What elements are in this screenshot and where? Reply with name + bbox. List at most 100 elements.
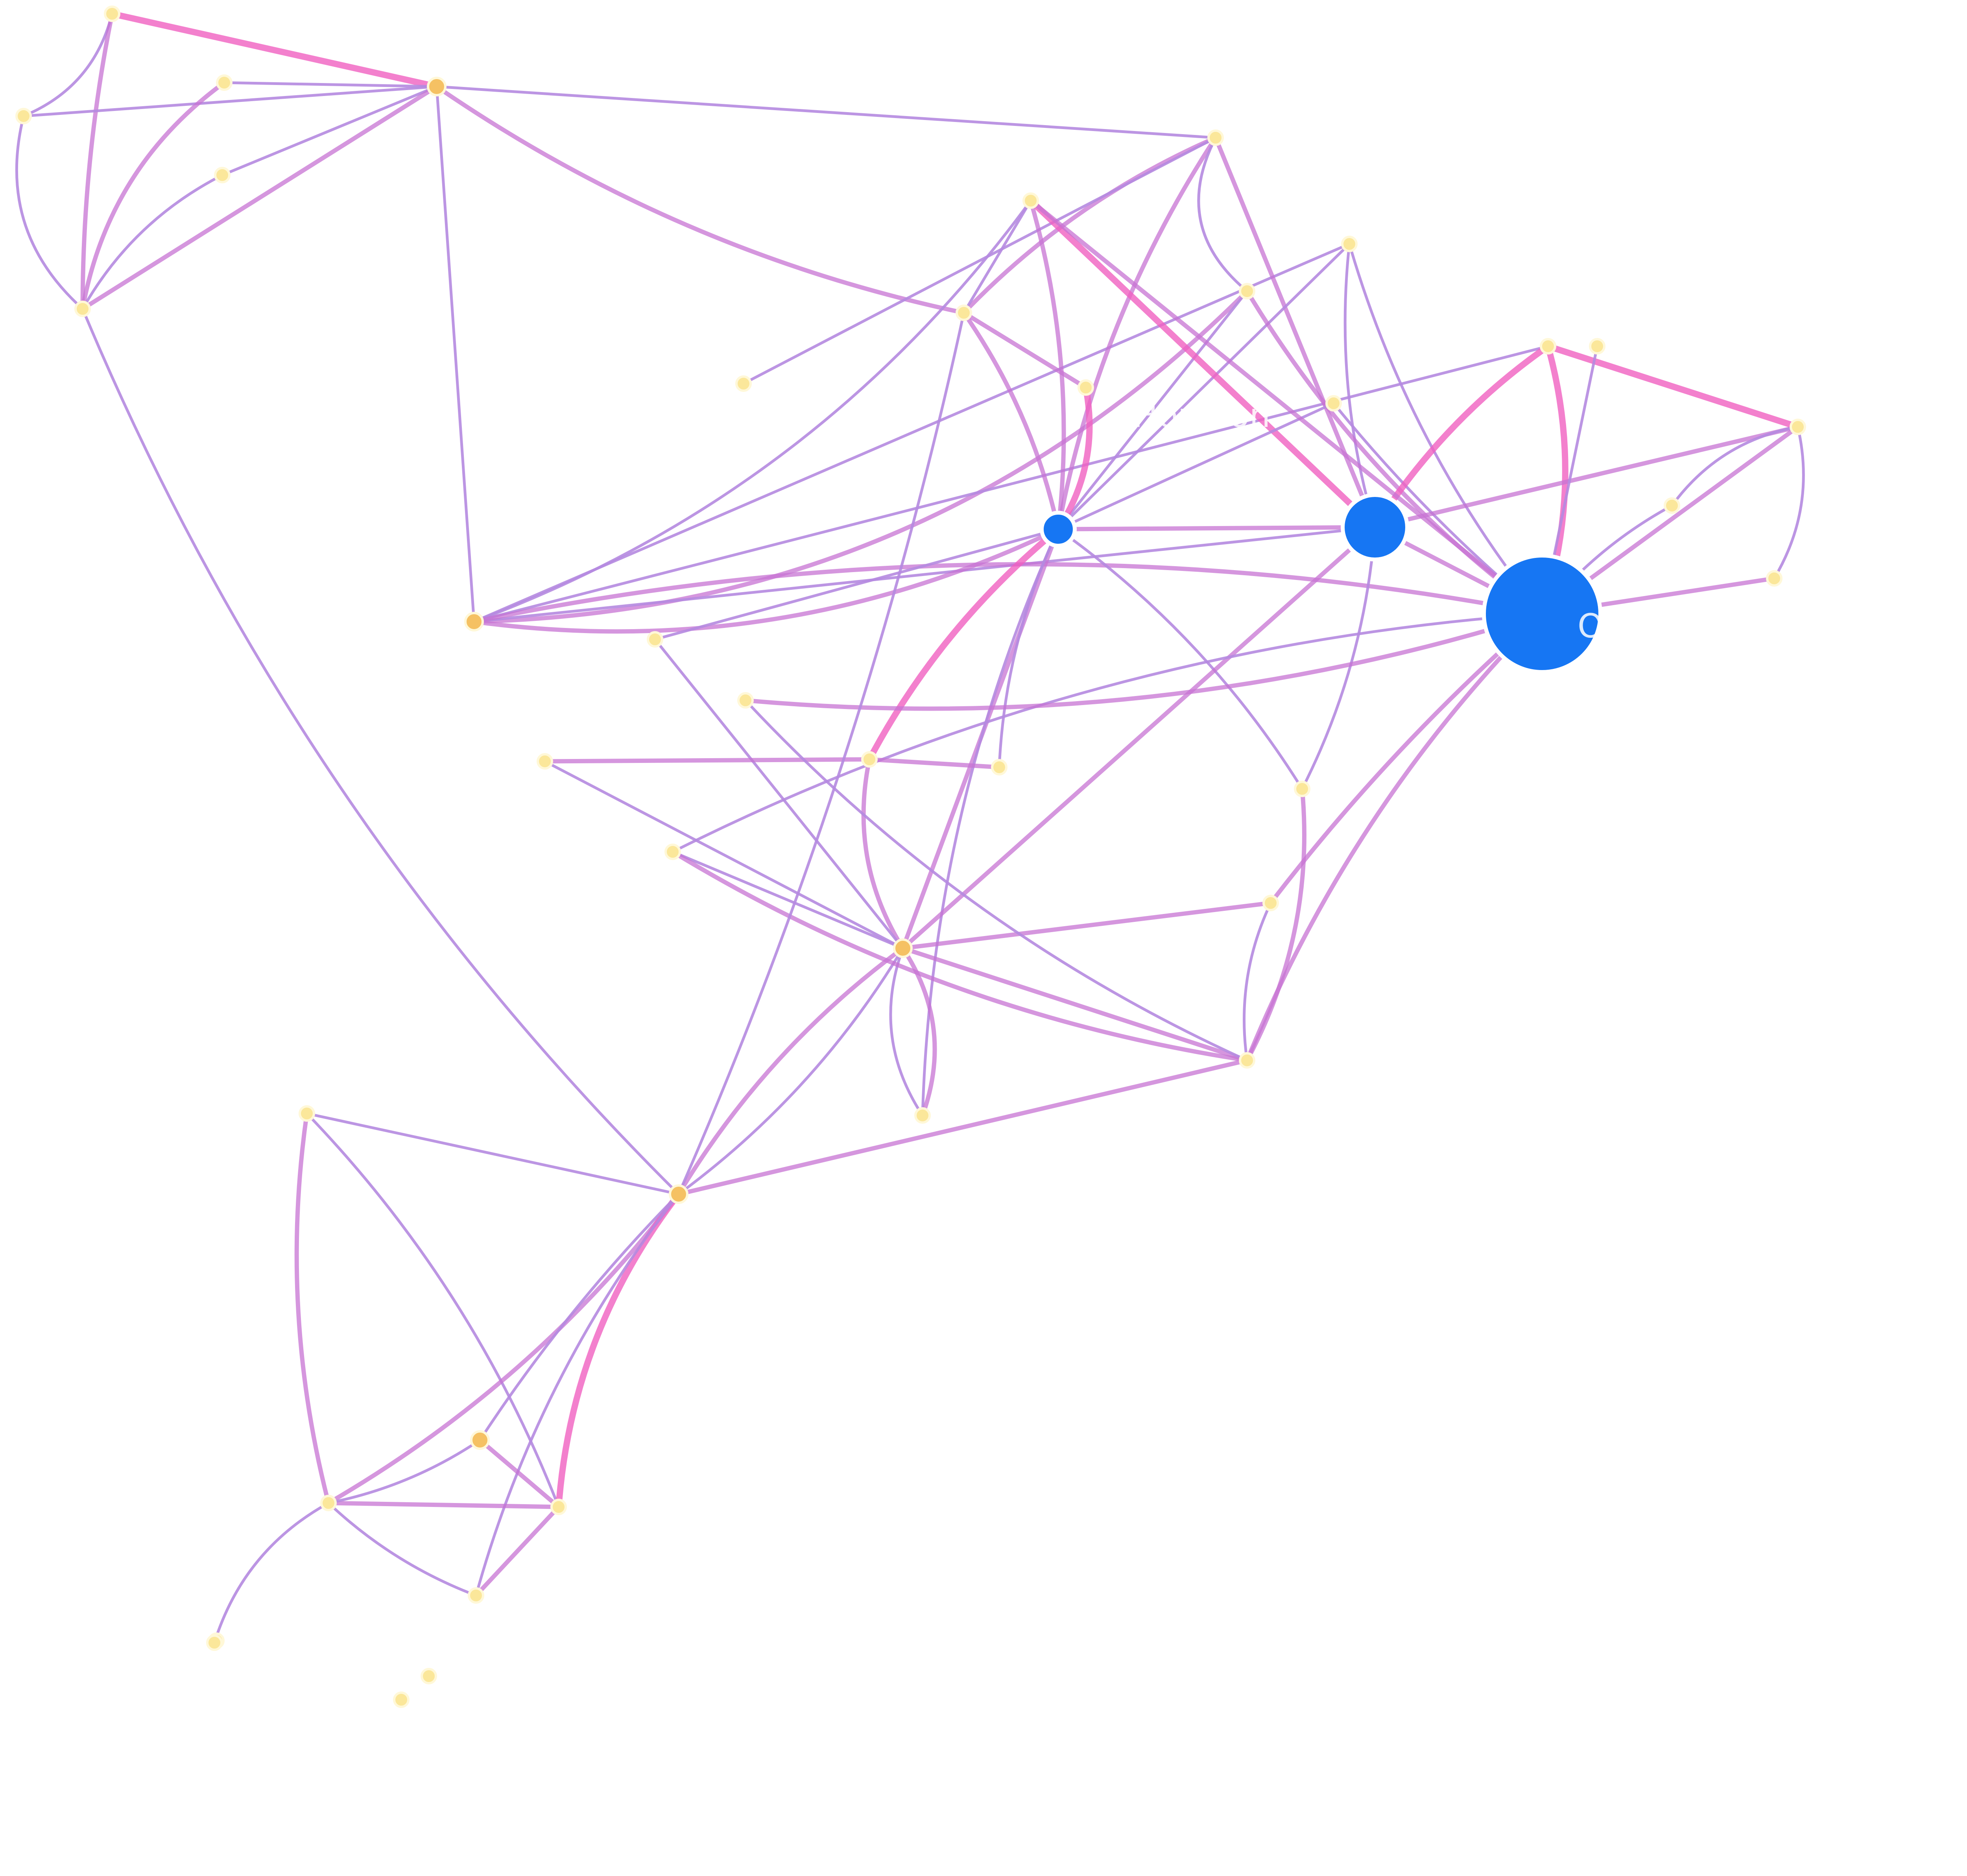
edge-n31-n33 [1243, 901, 1272, 1062]
edge-n35-n39 [478, 1193, 680, 1442]
edge-n18-n19 [1056, 525, 1377, 532]
edge-n6-n19 [472, 526, 1377, 623]
node-n15[interactable] [1540, 338, 1556, 355]
edge-n35-n36 [326, 1192, 681, 1505]
node-n4[interactable] [216, 74, 232, 91]
edge-n3-n5 [15, 114, 84, 310]
edge-n8-n19 [1213, 135, 1377, 530]
edge-n23-n27 [861, 757, 905, 951]
edge-n18-n23 [866, 526, 1061, 763]
node-n41[interactable] [421, 1668, 437, 1684]
node-n31[interactable] [1262, 895, 1279, 911]
node-n1[interactable] [104, 6, 120, 22]
edge-n34-n35 [305, 1112, 680, 1196]
edge-n8-n12 [961, 135, 1218, 315]
node-n28[interactable] [1294, 781, 1310, 797]
node-n24[interactable] [647, 631, 663, 648]
edge-n27-n31 [900, 901, 1273, 951]
node-n20[interactable] [1482, 554, 1602, 674]
node-n7[interactable] [214, 167, 231, 183]
edge-n2-n6 [435, 85, 476, 623]
edge-n11-n12 [962, 199, 1032, 314]
node-n43[interactable] [206, 1634, 223, 1651]
node-n36[interactable] [320, 1495, 337, 1511]
node-n40[interactable] [468, 1587, 484, 1604]
edge-n8-n16 [742, 136, 1217, 385]
node-n21[interactable] [1664, 497, 1680, 514]
edge-n1-n2 [109, 11, 440, 90]
node-n6[interactable] [464, 612, 484, 631]
node-n12[interactable] [956, 305, 972, 321]
edge-n27-n35 [677, 947, 904, 1196]
node-n5[interactable] [74, 301, 91, 317]
edge-n12-n35 [677, 311, 965, 1196]
node-n27[interactable] [893, 938, 913, 958]
node-n26[interactable] [537, 753, 553, 770]
node-n11[interactable] [1022, 192, 1039, 209]
node-n39[interactable] [470, 1430, 490, 1450]
node-n18[interactable] [1040, 511, 1077, 548]
edge-n33-n35 [676, 1058, 1249, 1197]
edge-n10-n20 [1245, 289, 1544, 616]
edge-n12-n13 [961, 310, 1088, 390]
edge-n28-n33 [1245, 787, 1306, 1063]
node-n38[interactable] [550, 1499, 567, 1515]
edge-n19-n27 [900, 525, 1377, 951]
edge-n18-n28 [1057, 528, 1304, 790]
node-n35[interactable] [669, 1184, 688, 1204]
edge-n35-n40 [474, 1193, 680, 1597]
edge-n4-n5 [80, 80, 227, 311]
edge-n20-n30 [671, 612, 1544, 853]
node-n10[interactable] [1239, 283, 1255, 299]
node-n33[interactable] [1239, 1052, 1255, 1069]
node-n23[interactable] [861, 751, 878, 768]
edge-n34-n36 [294, 1111, 331, 1505]
edge-n17-n19 [1373, 425, 1800, 530]
node-n32[interactable] [737, 692, 754, 709]
edge-n36-n38 [326, 1501, 561, 1509]
edge-n7-n2 [221, 85, 438, 177]
edge-n9-n18 [1057, 242, 1351, 531]
edge-n36-n43 [213, 1501, 330, 1644]
node-n22[interactable] [1766, 570, 1782, 587]
node-n2[interactable] [427, 77, 447, 96]
node-n8[interactable] [1207, 129, 1224, 146]
edge-n3-n2 [22, 85, 438, 118]
edge-n30-n33 [670, 849, 1249, 1063]
edge-n13-n18 [1055, 384, 1093, 532]
node-n34[interactable] [299, 1105, 315, 1122]
node-n42[interactable] [393, 1691, 410, 1708]
edge-n9-n19 [1343, 242, 1377, 529]
node-n30[interactable] [664, 844, 681, 860]
node-label-n0: Tucson [1597, 316, 1710, 354]
node-n9[interactable] [1341, 236, 1358, 252]
node-n14[interactable] [1325, 395, 1342, 412]
edge-n6-n11 [472, 199, 1032, 623]
edge-n2-n8 [435, 85, 1217, 139]
edge-n11-n19 [1028, 198, 1378, 530]
edge-n40-n38 [474, 1505, 561, 1598]
node-n19[interactable] [1341, 493, 1409, 561]
edge-n18-n24 [653, 528, 1060, 641]
edge-n10-n18 [1057, 290, 1249, 531]
edge-n5-n2 [80, 84, 439, 311]
edge-n17-n21 [1670, 425, 1799, 507]
edge-n17-n22 [1773, 425, 1805, 580]
edge-n11-n20 [1028, 198, 1544, 616]
node-n29[interactable] [914, 1107, 931, 1124]
edge-n8-n10 [1197, 136, 1249, 293]
node-label-n13: Houston [1133, 396, 1270, 435]
node-label-n20: O [1578, 607, 1603, 645]
node-n25[interactable] [991, 759, 1007, 776]
edge-n6-n15 [472, 345, 1550, 623]
edge-n23-n25 [867, 757, 1002, 770]
edge-n18-n29 [921, 528, 1060, 1117]
node-n3[interactable] [15, 108, 32, 124]
node-n16[interactable] [735, 375, 752, 392]
node-n13[interactable] [1078, 379, 1094, 396]
edge-n6-n18 [472, 527, 1061, 634]
node-n0[interactable] [1589, 338, 1605, 355]
node-n17[interactable] [1790, 419, 1806, 435]
